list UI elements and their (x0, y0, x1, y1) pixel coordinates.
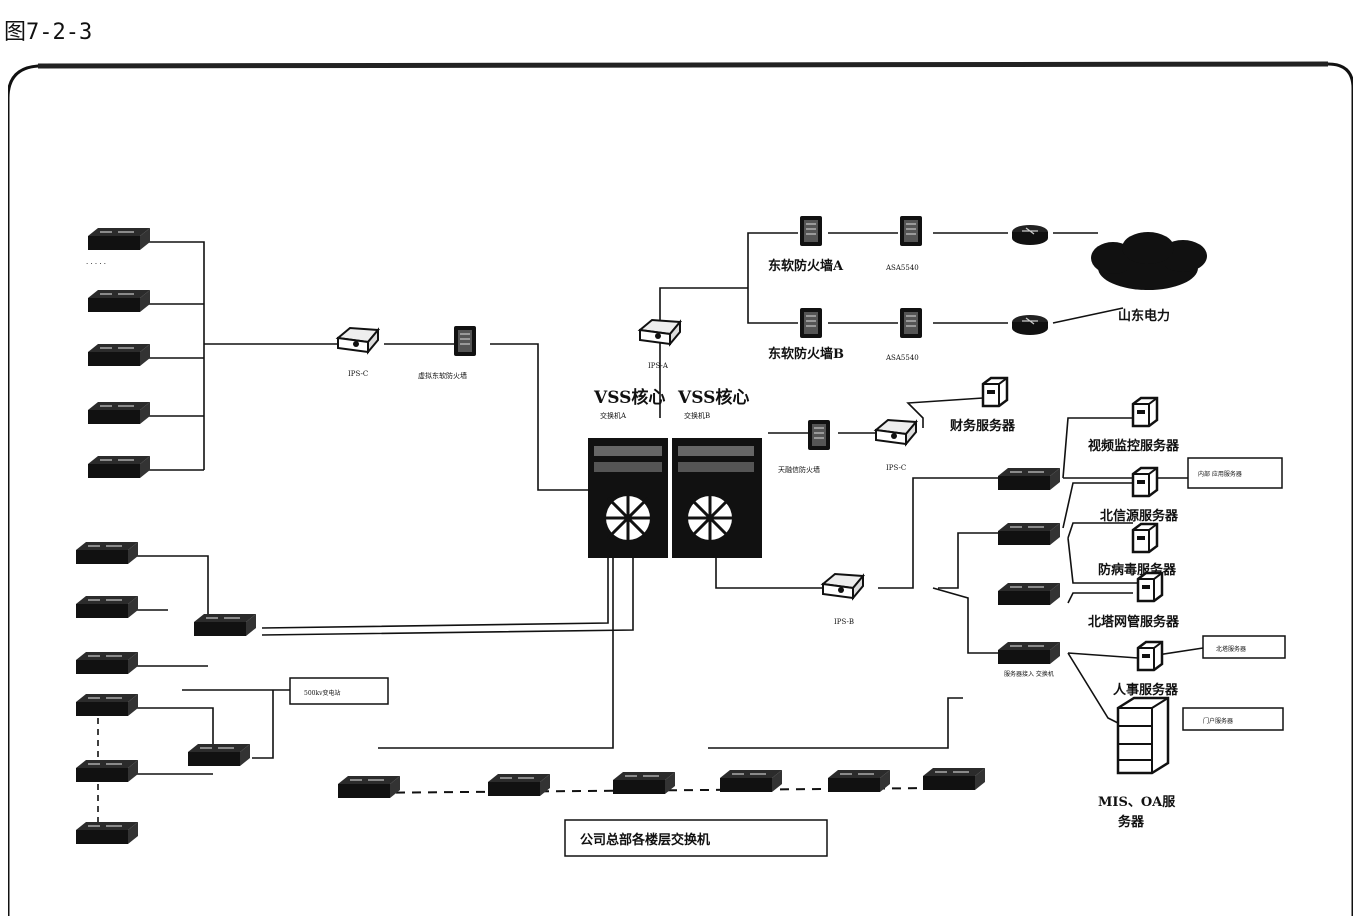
internal-app-box-label: 内部 应用服务器 (1198, 470, 1242, 478)
ips-c-left (337, 327, 379, 353)
asa-a-label: ASA5540 (885, 264, 919, 272)
ips-b (822, 573, 864, 599)
switch-left-5 (87, 455, 151, 479)
floor-switch-5 (827, 769, 891, 793)
asa-b (899, 307, 923, 339)
floor-switch-1 (337, 775, 401, 799)
beixin-server (1131, 466, 1159, 498)
switch-left-2 (87, 289, 151, 313)
mis-oa-server-label-1: MIS、OA服 (1098, 795, 1176, 810)
switch-left-4 (87, 401, 151, 425)
figure-label: 图7-2-3 (4, 20, 93, 45)
cloud-label: 山东电力 (1118, 308, 1170, 324)
video-server-label: 视频监控服务器 (1088, 438, 1180, 454)
hr-server (1136, 640, 1164, 672)
vss-b-label-1: VSS核心 (677, 387, 749, 408)
ips-b-label: IPS-B (834, 618, 854, 626)
asa-a (899, 215, 923, 247)
vss-core-switch-b (672, 438, 762, 558)
server-switch-2 (997, 522, 1061, 546)
hr-box (1202, 635, 1286, 659)
mis-oa-server-label-2: 务器 (1118, 814, 1145, 830)
beixin-server-label: 北信源服务器 (1100, 508, 1179, 524)
ext-firewall-a (799, 215, 823, 247)
server-switch-1 (997, 467, 1061, 491)
beita-server-label: 北塔网管服务器 (1088, 614, 1180, 630)
beita-server (1136, 571, 1164, 603)
floor-group-label: 公司总部各楼层交换机 (580, 832, 710, 848)
router-a (1011, 224, 1049, 246)
mis-oa-server (1116, 696, 1170, 775)
router-b (1011, 314, 1049, 336)
switch-left-9 (75, 693, 139, 717)
floor-switch-2 (487, 773, 551, 797)
ext-firewall-a-label: 东软防火墙A (768, 258, 844, 274)
asa-b-label: ASA5540 (885, 354, 919, 362)
virtual-firewall-label: 虚拟东软防火墙 (418, 371, 467, 380)
switch-left-1-label: · · · · · (86, 260, 106, 268)
tianrongxin-firewall-label: 天融信防火墙 (778, 465, 820, 474)
ext-firewall-b-label: 东软防火墙B (768, 346, 844, 362)
ips-c-left-label: IPS-C (348, 370, 368, 378)
substation-label: 500kv变电站 (304, 689, 340, 697)
hr-box-label: 北塔服务器 (1216, 645, 1246, 653)
switch-left-6 (75, 541, 139, 565)
virtual-firewall (453, 325, 477, 357)
tianrongxin-firewall (807, 419, 831, 451)
finance-server (981, 376, 1009, 408)
substation-box (289, 677, 389, 705)
antivirus-server-label: 防病毒服务器 (1098, 562, 1177, 578)
ext-firewall-b (799, 307, 823, 339)
vss-a-label-1: VSS核心 (593, 387, 665, 408)
switch-agg-1 (193, 613, 257, 637)
internal-app-box (1187, 457, 1283, 489)
hr-server-label: 人事服务器 (1113, 682, 1179, 698)
switch-agg-2 (187, 743, 251, 767)
vss-core-switch-a (588, 438, 668, 558)
server-switch-4 (997, 641, 1061, 665)
antivirus-server (1131, 522, 1159, 554)
switch-left-8 (75, 651, 139, 675)
switch-left-3 (87, 343, 151, 367)
mis-box (1182, 707, 1284, 731)
vss-a-label-2: 交换机A (600, 411, 627, 420)
switch-left-10 (75, 759, 139, 783)
switch-left-7 (75, 595, 139, 619)
mis-box-label: 门户服务器 (1203, 717, 1233, 725)
server-switch-3 (997, 582, 1061, 606)
floor-switch-6 (922, 767, 986, 791)
server-switch-label: 服务器接入 交换机 (1004, 670, 1054, 678)
ips-c-right-label: IPS-C (886, 464, 906, 472)
switch-left-1 (87, 227, 151, 251)
floor-switch-3 (612, 771, 676, 795)
ips-a (639, 319, 681, 345)
floor-switch-4 (719, 769, 783, 793)
network-topology-diagram: · · · · · 500kv变电站 IPS-C 虚拟东软防火墙 VSS核心 交… (8, 61, 1353, 916)
finance-server-label: 财务服务器 (950, 418, 1016, 434)
vss-b-label-2: 交换机B (684, 411, 710, 420)
floor-group-box (564, 819, 828, 857)
switch-left-11 (75, 821, 139, 845)
ips-c-right (875, 419, 917, 445)
ips-a-label: IPS-A (648, 362, 669, 370)
cloud-icon (1091, 232, 1207, 290)
video-server (1131, 396, 1159, 428)
